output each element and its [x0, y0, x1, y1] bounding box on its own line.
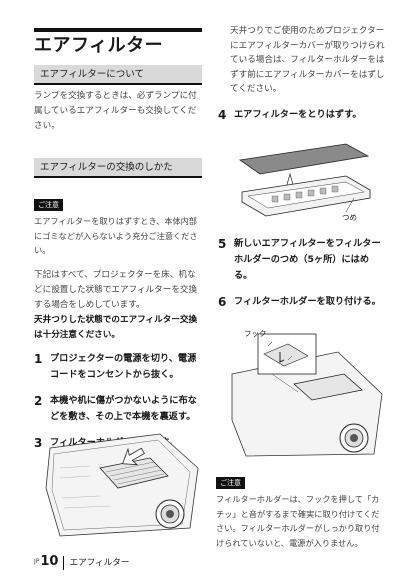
footer-divider	[63, 556, 65, 570]
step-4: 4 エアフィルターをとりはずす。	[218, 107, 386, 123]
step-5: 5 新しいエアフィルターをフィルターホルダーのつめ（5ヶ所）にはめる。	[218, 236, 386, 284]
step-number: 4	[218, 107, 227, 122]
hook-illustration	[231, 333, 383, 457]
right-steps-lower: 5 新しいエアフィルターをフィルターホルダーのつめ（5ヶ所）にはめる。 6 フィ…	[218, 236, 386, 310]
step-2: 2 本機や机に傷がつかないように布などを敷き、その上で本機を裏返す。	[34, 393, 202, 425]
step-number: 5	[218, 237, 227, 251]
page-title: エアフィルター	[34, 35, 164, 56]
callout-hook: フック	[244, 329, 267, 338]
step-6: 6 フィルターホルダーを取り付ける。	[218, 294, 386, 310]
section-about-text: ランプを交換するときは、必ずランプに付属しているエアフィルターも交換してください…	[34, 91, 197, 131]
caution-block-right: ご注意 フィルターホルダーは、フックを押して「カチッ」と音がするまで確実に取り付…	[216, 470, 386, 550]
filter-holder-illustration	[238, 143, 371, 217]
caution-text: エアフィルターを取りはずすとき、本体内部にゴミなどが入らないよう充分ご注意くださ…	[34, 216, 198, 255]
figure-attach-holder	[228, 330, 384, 458]
step-text: プロジェクターの電源を切り、電源コードをコンセントから抜く。	[50, 352, 197, 380]
step-text: フィルターホルダーを取り付ける。	[234, 296, 381, 307]
caution-label: ご注意	[34, 199, 63, 211]
intro-bold-text: 天井つりした状態でのエアフィルター交換は十分注意ください。	[34, 314, 198, 340]
page-footer: JP 10 エアフィルター	[34, 554, 129, 570]
step-number: 3	[34, 435, 43, 450]
step-number: 6	[218, 295, 227, 309]
step-number: 2	[34, 393, 43, 408]
section-heading-about-filter: エアフィルターについて	[34, 65, 202, 85]
caution-text: フィルターホルダーは、フックを押して「カチッ」と音がするまで確実に取り付けてくだ…	[216, 494, 380, 548]
right-column: 天井つりでご使用のためプロジェクターにエアフィルターカバーが取りつけられている場…	[218, 24, 386, 123]
figure-remove-filter	[228, 142, 378, 230]
step-text: 本機や机に傷がつかないように布などを敷き、その上で本機を裏返す。	[50, 394, 197, 422]
projector-illustration	[45, 433, 199, 537]
section-heading-replace-filter: エアフィルターの交換のしかた	[34, 158, 202, 178]
step-1: 1 プロジェクターの電源を切り、電源コードをコンセントから抜く。	[34, 351, 202, 383]
caution-label: ご注意	[216, 477, 245, 489]
step-text: 新しいエアフィルターをフィルターホルダーのつめ（5ヶ所）にはめる。	[234, 238, 381, 281]
intro-text: 下記はすべて、プロジェクターを床、机などに設置した状態でエアフィルターを交換する…	[34, 269, 198, 310]
step-text: エアフィルターをとりはずす。	[234, 108, 362, 120]
title-bar: エアフィルター	[34, 28, 202, 57]
callout-tsume: つめ	[342, 213, 357, 222]
figure-remove-holder	[40, 428, 200, 538]
left-column: エアフィルター エアフィルターについて ランプを交換するときは、必ずランプに付属…	[34, 28, 202, 451]
page-number-prefix: JP	[34, 558, 40, 565]
page-number: 10	[40, 554, 59, 569]
air-filter-cover-note: 天井つりでご使用のためプロジェクターにエアフィルターカバーが取りつけられている場…	[230, 26, 385, 94]
caution-block-left: ご注意 エアフィルターを取りはずすとき、本体内部にゴミなどが入らないよう充分ご注…	[34, 192, 202, 258]
footer-title: エアフィルター	[69, 558, 130, 568]
step-number: 1	[34, 351, 43, 366]
